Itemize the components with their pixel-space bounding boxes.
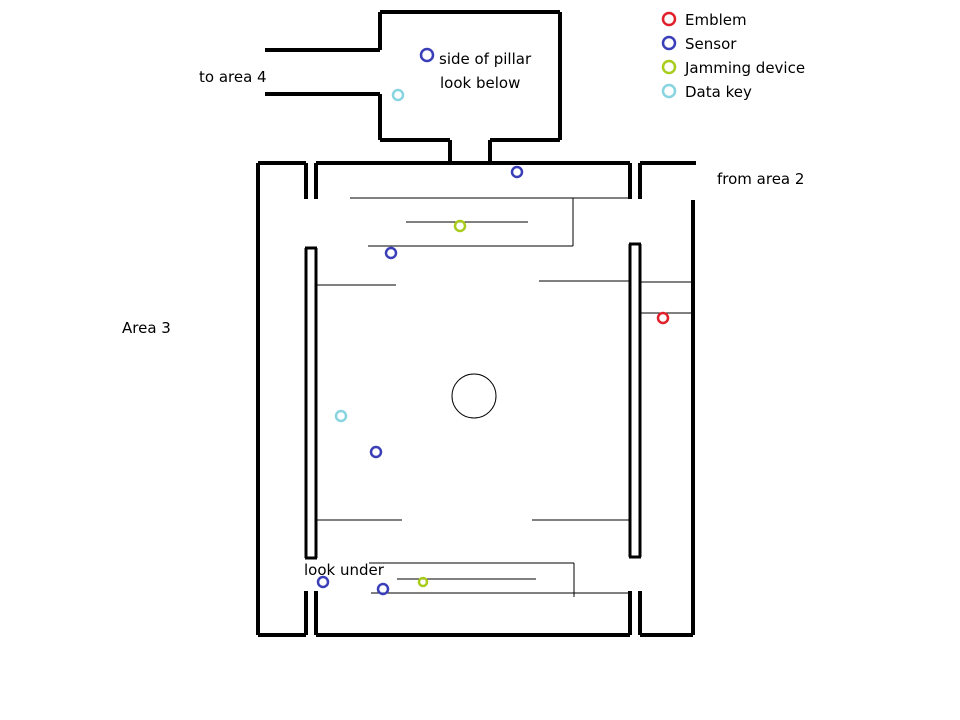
thick-walls xyxy=(256,10,696,637)
legend-label-sensor: Sensor xyxy=(685,35,737,53)
central-pillar xyxy=(451,373,497,419)
legend-swatch-data-key xyxy=(661,83,677,99)
thin-lines xyxy=(317,197,692,597)
sensor-marker-look-under xyxy=(316,575,330,589)
pillar-note-line2: look below xyxy=(440,74,520,92)
area-name-label: Area 3 xyxy=(122,319,171,337)
jamming-device-marker-top xyxy=(453,219,467,233)
legend-item-jamming-device: Jamming device xyxy=(661,59,805,77)
legend-swatch-emblem xyxy=(661,11,677,27)
inner-pillar-walls xyxy=(304,242,642,560)
sensor-marker-upper-left xyxy=(384,246,398,260)
data-key-marker-left xyxy=(334,409,348,423)
legend-label-emblem: Emblem xyxy=(685,11,747,29)
legend-item-sensor: Sensor xyxy=(661,35,737,53)
sensor-marker-mid-left xyxy=(369,445,383,459)
from-area-2-label: from area 2 xyxy=(717,170,804,188)
legend-item-emblem: Emblem xyxy=(661,11,747,29)
legend-label-data-key: Data key xyxy=(685,83,752,101)
legend-item-data-key: Data key xyxy=(661,83,752,101)
pillar-note-line1: side of pillar xyxy=(439,50,532,68)
sensor-marker-top xyxy=(510,165,524,179)
legend: Emblem Sensor Jamming device Data key xyxy=(661,11,805,101)
emblem-marker xyxy=(656,311,670,325)
legend-swatch-jamming-device xyxy=(661,59,677,75)
legend-swatch-sensor xyxy=(661,35,677,51)
legend-label-jamming-device: Jamming device xyxy=(684,59,805,77)
jamming-device-marker-bottom xyxy=(417,576,429,588)
to-area-4-label: to area 4 xyxy=(199,68,267,86)
markers xyxy=(316,47,670,596)
sensor-marker-pillar xyxy=(419,47,435,63)
data-key-marker-upper xyxy=(391,88,405,102)
look-under-label: look under xyxy=(304,561,385,579)
sensor-marker-bottom xyxy=(376,582,390,596)
